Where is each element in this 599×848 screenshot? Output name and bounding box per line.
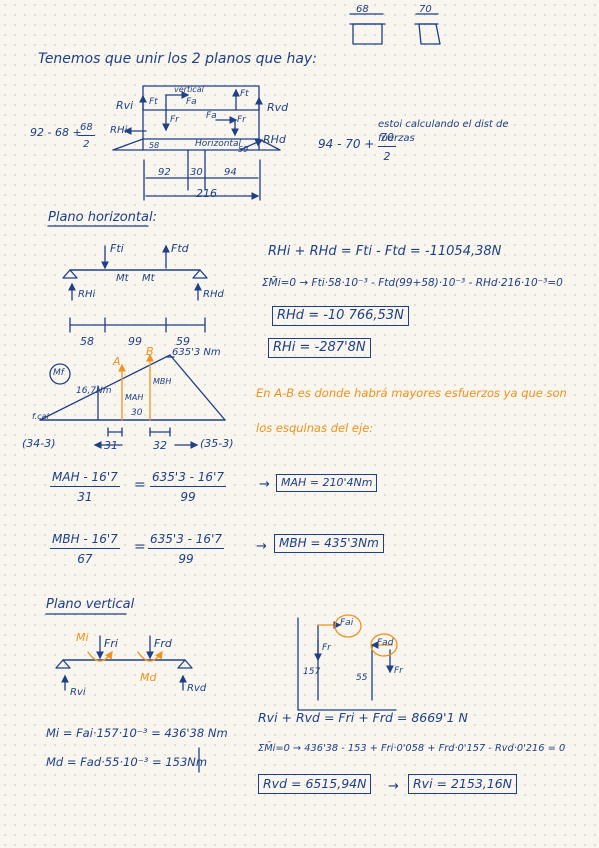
- intro-text: Tenemos que unir los 2 planos que hay:: [38, 51, 317, 67]
- rhd-result-box: RHd = -10 766,53N: [272, 306, 409, 327]
- md-label: Md: [140, 671, 157, 684]
- right-pair-label: (35-3): [200, 437, 234, 450]
- vertical-beam-diagram: [55, 635, 193, 691]
- vertical-sum-equation: Rvi + Rvd = Fri + Frd = 8669'1 N: [258, 710, 468, 725]
- rhd-beam-label: RHd: [203, 289, 224, 300]
- fr-left-side-label: Fr: [322, 643, 331, 653]
- mi-label: Mi: [76, 631, 89, 644]
- top-dim-left: 68: [356, 4, 369, 15]
- dim-58: 58: [149, 141, 160, 150]
- mah-result-box: MAH = 210'4Nm: [276, 474, 378, 493]
- eq-b-arrow: →: [256, 539, 267, 554]
- point-a-label: A: [113, 355, 121, 368]
- right-expression: 94 - 70 +: [318, 137, 375, 151]
- top-dim-right: 70: [419, 4, 432, 15]
- fri-label: Fri: [104, 637, 118, 650]
- rvd-beam-label: Rvd: [187, 683, 207, 694]
- fad-label: Fad: [377, 638, 394, 648]
- plano-vertical-title: Plano vertical: [46, 597, 135, 612]
- ft-right-label: Ft: [240, 89, 249, 99]
- horizontal-label: Horizontal: [195, 139, 241, 149]
- left-pair-label: (34-3): [22, 437, 56, 450]
- orange-note-line2: los esquinas del eje:: [256, 421, 374, 435]
- mt-right-label: Mt: [142, 273, 155, 284]
- rvi-result-box: Rvi = 2153,16N: [408, 774, 518, 794]
- mah-label: MAH: [125, 393, 144, 402]
- mi-equation: Mi = Fai·157·10⁻³ = 436'38 Nm: [46, 726, 228, 740]
- ft-left-label: Ft: [149, 97, 158, 107]
- fai-label: Fai: [340, 618, 354, 628]
- plano-horizontal-title: Plano horizontal:: [48, 210, 157, 225]
- top-bearing-sketch: [349, 13, 441, 45]
- md-equation: Md = Fad·55·10⁻³ = 153Nm: [46, 755, 208, 769]
- dim-32-label: 32: [153, 439, 167, 452]
- mf-dim-30: 30: [131, 408, 143, 418]
- span-59: 59: [176, 335, 190, 348]
- bending-moment-diagram: [39, 353, 226, 449]
- fa-right-label: Fa: [206, 111, 217, 121]
- fcal-label: f.cal: [32, 412, 49, 421]
- rvi-beam-label: Rvi: [70, 687, 86, 698]
- vertical-side-view: [297, 614, 398, 711]
- force-distance-note: estoi calculando el dist de fuerzas: [378, 119, 509, 144]
- fig1-combined-plan: [112, 85, 281, 201]
- span-58: 58: [80, 335, 94, 348]
- left-expression: 92 - 68 +: [30, 126, 82, 139]
- rvd-label: Rvd: [267, 101, 289, 114]
- horizontal-beam-diagram: [62, 244, 208, 333]
- dim-30: 30: [190, 167, 203, 178]
- mbh-label: MBH: [153, 377, 172, 386]
- fr-right-label: Fr: [237, 115, 246, 125]
- eq-b-equals: =: [134, 539, 146, 555]
- dim-92: 92: [158, 167, 171, 178]
- rvi-label: Rvi: [116, 99, 134, 112]
- eq-a-arrow: →: [259, 477, 270, 492]
- rhi-result-box: RHi = -287'8N: [268, 338, 371, 359]
- orange-note-line1: En A-B es donde habrá mayores esfuerzos …: [256, 386, 567, 400]
- vertical-moment-equation: ΣM̄i=0 → 436'38 - 153 + Fri·0'058 + Frd·…: [258, 743, 566, 754]
- fr-left-label: Fr: [170, 115, 179, 125]
- ftd-label: Ftd: [171, 242, 189, 255]
- frd-label: Frd: [154, 637, 172, 650]
- result-arrow: →: [388, 779, 399, 794]
- dim-59: 59: [238, 145, 249, 154]
- max-moment-label: 635'3 Nm: [172, 347, 221, 358]
- rhd-label: RHd: [263, 133, 286, 146]
- rhi-beam-label: RHi: [78, 289, 96, 300]
- dim-157-label: 157: [303, 667, 321, 677]
- dim-216: 216: [196, 187, 217, 200]
- rhi-label: RHi: [110, 125, 128, 136]
- mf-label: Mf: [53, 368, 64, 378]
- dim-55-label: 55: [356, 673, 368, 683]
- rvd-result-box: Rvd = 6515,94N: [258, 774, 372, 794]
- point-b-label: B: [146, 345, 154, 358]
- eq-a-equals: =: [134, 477, 146, 493]
- horizontal-sum-equation: RHi + RHd = Fti - Ftd = -11054,38N: [268, 244, 502, 259]
- vertical-label: vertical: [174, 85, 204, 94]
- span-99: 99: [128, 335, 142, 348]
- fr-right-side-label: Fr: [394, 666, 403, 676]
- fti-label: Fti: [110, 242, 124, 255]
- moment-167-label: 16,7Nm: [76, 386, 112, 396]
- horizontal-moment-equation: ΣM̄i=0 → Fti·58·10⁻³ - Ftd(99+58)·10⁻³ -…: [262, 277, 563, 289]
- dim-94: 94: [224, 167, 237, 178]
- fa-left-label: Fa: [186, 97, 197, 107]
- dim-31-label: 31: [104, 439, 118, 452]
- mt-left-label: Mt: [116, 273, 129, 284]
- mbh-result-box: MBH = 435'3Nm: [274, 534, 384, 554]
